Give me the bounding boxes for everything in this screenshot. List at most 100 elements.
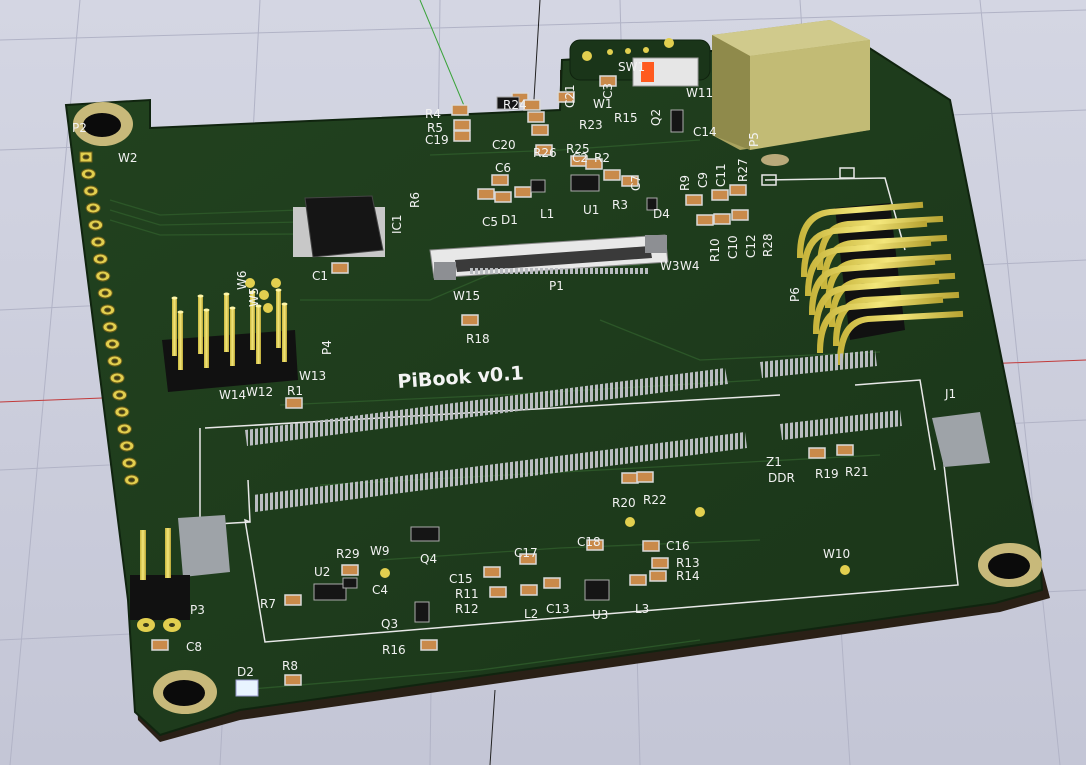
silk-label-l1: L1 (540, 207, 554, 221)
smd-component (489, 586, 507, 598)
silk-label-w15: W15 (453, 289, 480, 303)
header-pin (249, 290, 256, 350)
header-pin (165, 528, 171, 578)
silk-label-p5: P5 (747, 132, 761, 147)
silk-label-u1: U1 (583, 203, 599, 217)
silk-label-c11: C11 (714, 163, 728, 187)
silk-label-c6: C6 (495, 161, 511, 175)
silk-label-u2: U2 (314, 565, 330, 579)
silk-label-w13: W13 (299, 369, 326, 383)
smd-component (729, 184, 747, 196)
smd-component (523, 99, 541, 111)
silk-label-ddr: DDR (768, 471, 795, 485)
silk-label-w2: W2 (118, 151, 138, 165)
via-pad (259, 290, 269, 300)
silk-label-ic1: IC1 (390, 214, 404, 234)
silk-label-r14: R14 (676, 569, 700, 583)
silk-label-c8: C8 (186, 640, 202, 654)
smd-component (331, 262, 349, 274)
smd-component (451, 104, 469, 116)
ic-component (313, 583, 347, 601)
silk-label-c17: C17 (514, 546, 538, 560)
silk-label-r25: R25 (566, 142, 590, 156)
header-pad (95, 270, 111, 282)
header-pin (177, 310, 184, 370)
sodimm-pads (245, 350, 902, 512)
header-pad (112, 389, 128, 401)
silk-label-r16: R16 (382, 643, 406, 657)
silk-label-c1: C1 (312, 269, 328, 283)
silk-label-r18: R18 (466, 332, 490, 346)
silk-label-q2: Q2 (649, 109, 663, 126)
silk-label-j1: J1 (944, 387, 956, 401)
silk-label-r27: R27 (736, 158, 750, 182)
header-pin (163, 618, 181, 632)
header-pad (121, 457, 137, 469)
silk-label-c20: C20 (492, 138, 516, 152)
smd-component (491, 174, 509, 186)
silk-label-r8: R8 (282, 659, 298, 673)
silk-label-w3: W3 (660, 259, 680, 273)
silk-label-w5: W5 (247, 288, 261, 308)
smd-component (531, 124, 549, 136)
silk-label-r4: R4 (425, 107, 441, 121)
header-pin (171, 296, 178, 356)
left-header-pads (79, 151, 140, 486)
silk-label-p6: P6 (788, 287, 802, 302)
smd-component (461, 314, 479, 326)
silk-label-c16: C16 (666, 539, 690, 553)
silk-label-c12: C12 (744, 234, 758, 258)
header-pin (275, 288, 282, 348)
silk-label-w10: W10 (823, 547, 850, 561)
smd-component (477, 188, 495, 200)
silk-label-d2: D2 (237, 665, 254, 679)
via-pad (625, 517, 635, 527)
silk-label-r1: R1 (287, 384, 303, 398)
ic-component (570, 174, 600, 192)
silk-label-r13: R13 (676, 556, 700, 570)
silk-label-u3: U3 (592, 608, 608, 622)
silk-label-w12: W12 (246, 385, 273, 399)
silk-label-r15: R15 (614, 111, 638, 125)
header-pad (124, 474, 140, 486)
silk-label-q4: Q4 (420, 552, 437, 566)
smd-component (535, 144, 553, 156)
via-pad (245, 278, 255, 288)
silk-label-l2: L2 (524, 607, 538, 621)
smd-component (453, 119, 471, 131)
ic-component (646, 197, 658, 211)
top-pads (569, 38, 711, 87)
silk-label-c9: C9 (696, 172, 710, 188)
silk-label-p3: P3 (190, 603, 205, 617)
silk-label-c21: C21 (563, 84, 577, 108)
ic-component (342, 577, 358, 589)
ic-component (410, 526, 440, 542)
header-pad (102, 321, 118, 333)
header-pad (97, 287, 113, 299)
header-pin (137, 618, 155, 632)
via-pad (840, 565, 850, 575)
smd-component (651, 557, 669, 569)
header-pin (229, 306, 236, 366)
via-pad (695, 507, 705, 517)
silk-label-c19: C19 (425, 133, 449, 147)
silk-label-r3: R3 (612, 198, 628, 212)
silk-label-r7: R7 (260, 597, 276, 611)
header-pad (85, 202, 101, 214)
ic-component (584, 579, 610, 601)
header-pad (88, 219, 104, 231)
silk-label-c3: C3 (601, 83, 615, 99)
via-pad (380, 568, 390, 578)
smd-parts (151, 75, 854, 697)
silk-label-w9: W9 (370, 544, 390, 558)
silk-label-c4: C4 (372, 583, 388, 597)
silk-label-c7: C7 (629, 175, 643, 191)
smd-component (621, 472, 639, 484)
smd-component (494, 191, 512, 203)
smd-component (696, 214, 714, 226)
ic1-chip (293, 195, 385, 258)
silk-label-r12: R12 (455, 602, 479, 616)
silk-label-c14: C14 (693, 125, 717, 139)
